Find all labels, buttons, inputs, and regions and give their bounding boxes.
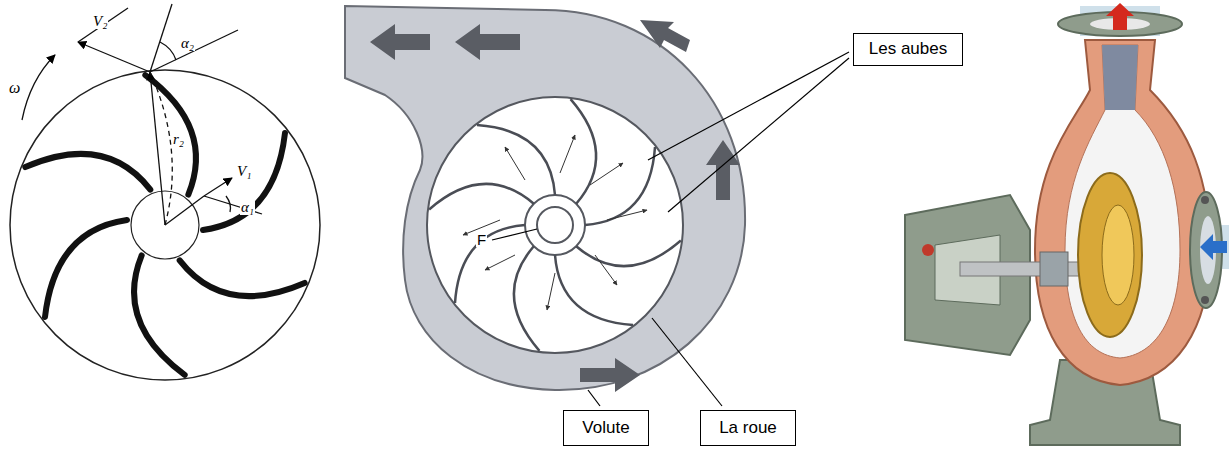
vector-symbol: V₁ [236,164,252,179]
leader-line [492,229,537,240]
leader-line [588,390,600,406]
volute-casing [537,207,573,243]
volute-casing [590,163,623,185]
impeller-sketch [101,255,226,375]
impeller-sketch [150,72,172,225]
impeller-sketch [78,42,150,72]
impeller-sketch [203,133,285,230]
volute-casing [463,135,647,310]
volute-casing [607,210,647,220]
impeller-sketch [10,70,320,380]
impeller-sketch [204,196,262,214]
impeller-sketch [10,4,320,380]
volute-casing [505,147,525,180]
volute-casing [521,99,626,204]
vector-symbol: α₂ [180,36,195,51]
pump-cutaway [1065,45,1180,358]
pump-cutaway [1201,196,1209,204]
volute-casing [706,140,740,200]
pump-cutaway [1200,234,1227,260]
volute-casing [525,195,585,255]
part-letter: F [476,232,487,247]
leader-line [652,318,722,406]
volute-casing [370,20,740,392]
impeller-sketch [180,212,305,332]
volute-casing [429,154,534,259]
label-box: La roue [700,410,796,446]
volute-casing [547,273,555,310]
volute-casing [427,97,683,353]
impeller-sketch [25,119,150,239]
impeller-sketch [104,75,229,195]
pump-cutaway [1201,296,1209,304]
volute-casing [485,255,515,270]
impeller-sketch [150,72,165,225]
pump-cutaway [1078,173,1142,337]
impeller-sketch [160,42,176,60]
label-box: Les aubes [853,33,963,66]
volute-casing [560,135,575,173]
vector-symbol: α₁ [240,200,255,215]
pump-cutaway [1035,40,1210,385]
pump-cutaway [922,244,934,256]
volute-casing [576,191,681,296]
impeller-sketch [165,196,204,225]
volute-casing [580,358,640,392]
part-name: Les aubes [869,39,947,59]
volute-casing [345,6,745,392]
impeller-sketch [226,196,231,212]
volute-casing [595,255,617,285]
pump-cutaway [1102,45,1138,110]
volute-casing [484,246,589,351]
impeller-sketch [150,4,172,72]
volute-casing [477,125,555,195]
vector-symbol: r₂ [172,132,185,147]
pump-cutaway [1102,205,1134,305]
impeller-sketch [78,8,128,42]
part-name: La roue [719,418,777,438]
part-name: Volute [582,418,629,438]
leader-line [668,58,849,212]
volute-casing [555,255,633,325]
impeller-sketch [22,55,55,120]
volute-casing [370,24,430,60]
pump-cutaway [1040,252,1068,286]
impeller-sketch [150,30,238,72]
pump-cutaway [1106,3,1134,30]
impeller-sketch [22,4,262,225]
impeller-sketch [25,75,304,375]
volute-casing [640,20,690,52]
volute-casing [429,99,681,351]
vector-symbol: V₂ [92,14,108,29]
leader-line [492,52,849,406]
label-box: Volute [563,410,649,446]
impeller-sketch [204,178,232,196]
pump-cutaway [905,3,1229,445]
volute-casing [455,225,525,303]
volute-casing [455,24,520,60]
impeller-sketch [45,220,127,317]
vector-symbol: ω [8,80,21,96]
